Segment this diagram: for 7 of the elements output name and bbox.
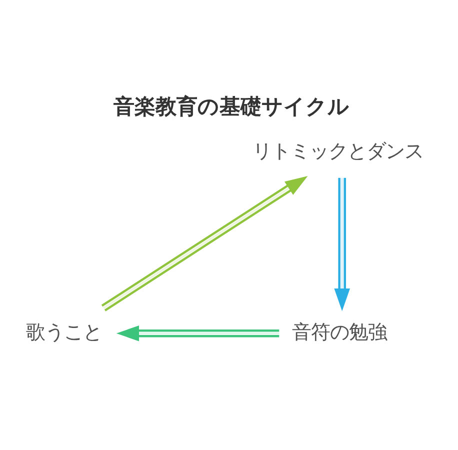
arrow (101, 176, 308, 311)
arrow (334, 177, 350, 311)
node-text: 歌うこと (26, 320, 102, 344)
node-text: 音符の勉強 (292, 320, 387, 344)
diagram-title: 音楽教育の基礎サイクル (113, 94, 350, 118)
arrow (116, 324, 280, 341)
node-text: リトミックとダンス (252, 139, 424, 162)
